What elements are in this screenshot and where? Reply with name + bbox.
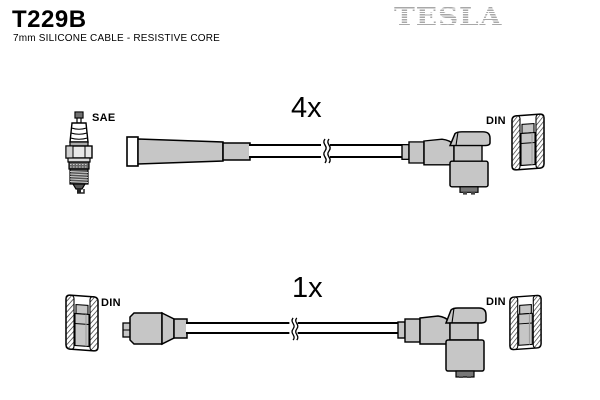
spark-plug-icon — [65, 111, 93, 194]
cable-break-icon — [321, 138, 331, 164]
row1-din-label: DIN — [486, 115, 506, 127]
straight-boot-icon — [126, 136, 251, 167]
row1-quantity: 4x — [291, 92, 322, 124]
cable-break-icon — [289, 317, 299, 341]
row2-left-din-label: DIN — [101, 297, 121, 309]
row2-right-din-label: DIN — [486, 296, 506, 308]
product-subtitle: 7mm SILICONE CABLE - RESISTIVE CORE — [13, 33, 221, 44]
din-terminal-icon — [511, 113, 545, 171]
row1-sae-label: SAE — [92, 112, 116, 124]
din-terminal-icon — [509, 294, 542, 351]
brand-logo-text: TESLA — [394, 2, 503, 32]
din-terminal-icon — [65, 294, 99, 352]
brand-logo: TESLA — [394, 5, 513, 29]
part-number: T229B — [12, 6, 87, 33]
elbow-90-boot-icon — [401, 131, 491, 195]
straight-boot-icon — [122, 311, 188, 346]
row2-quantity: 1x — [292, 272, 323, 304]
elbow-90-boot-icon — [397, 307, 487, 378]
